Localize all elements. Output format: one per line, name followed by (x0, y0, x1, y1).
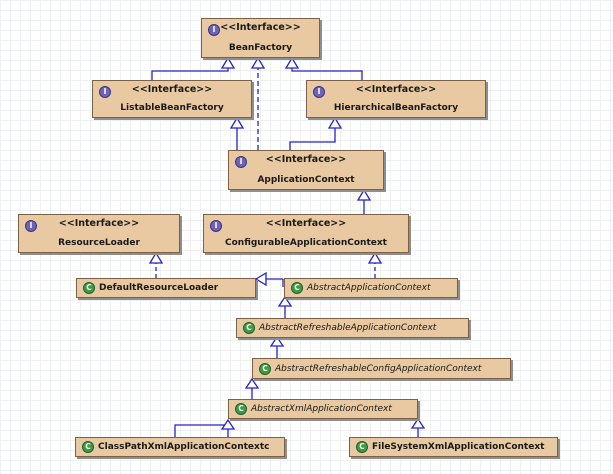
arrowhead-beanfactory-dashed (250, 56, 266, 69)
arrowhead-refreshable (269, 335, 285, 347)
interface-name: ConfigurableApplicationContext (225, 238, 387, 248)
edge-appctx-to-hierarchical (289, 128, 336, 150)
interface-icon: I (235, 156, 247, 168)
stereotype-label: <<Interface>> (265, 218, 347, 229)
class-classpathxmlapplicationcontext[interactable]: C ClassPathXmlApplicationContextc (75, 437, 285, 457)
interface-name: ListableBeanFactory (120, 103, 224, 113)
stereotype-label: <<Interface>> (131, 84, 213, 95)
interface-hierarchicalbeanfactory[interactable]: I <<Interface>> HierarchicalBeanFactory (306, 80, 486, 118)
stereotype-label: <<Interface>> (265, 154, 347, 165)
class-abstractxmlapplicationcontext[interactable]: C AbstractXmlApplicationContext (228, 399, 418, 419)
class-defaultresourceloader[interactable]: C DefaultResourceLoader (76, 278, 256, 298)
interface-applicationcontext[interactable]: I <<Interface>> ApplicationContext (228, 150, 384, 190)
arrowhead-config (244, 377, 260, 389)
interface-icon: I (208, 24, 220, 36)
class-filesystemxmlapplicationcontext[interactable]: C FileSystemXmlApplicationContext (349, 437, 558, 457)
class-abstractrefreshableapplicationcontext[interactable]: C AbstractRefreshableApplicationContext (236, 318, 469, 338)
arrowhead-listable (229, 116, 245, 129)
class-icon: C (83, 282, 95, 294)
arrowhead-hierarchical (327, 116, 343, 129)
class-name: AbstractRefreshableApplicationContext (259, 323, 437, 333)
class-name: FileSystemXmlApplicationContext (372, 442, 545, 452)
class-icon: C (82, 441, 94, 453)
class-name: ClassPathXmlApplicationContextc (98, 442, 270, 452)
class-icon: C (235, 403, 247, 415)
class-name: AbstractRefreshableConfigApplicationCont… (275, 363, 482, 374)
edge-classpath-to-xml (174, 424, 229, 437)
interface-name: ResourceLoader (58, 238, 140, 248)
arrowhead-configurable (367, 251, 383, 264)
interface-icon: I (99, 86, 111, 98)
interface-name: ApplicationContext (257, 175, 355, 185)
arrowhead-beanfactory-right (284, 56, 300, 69)
arrowhead-appctx (356, 188, 372, 201)
class-name: AbstractApplicationContext (307, 283, 431, 293)
interface-configurableapplicationcontext[interactable]: I <<Interface>> ConfigurableApplicationC… (203, 214, 409, 253)
class-icon: C (243, 322, 255, 334)
stereotype-label: <<Interface>> (220, 22, 301, 33)
edge-listable-to-beanfactory (151, 66, 229, 80)
edge-hierarchical-to-beanfactory (291, 66, 363, 80)
interface-icon: I (25, 220, 37, 232)
interface-icon: I (313, 86, 325, 98)
interface-icon: I (210, 220, 222, 232)
arrowhead-xml-right (410, 417, 426, 429)
arrowhead-abstractctx (277, 295, 293, 307)
stereotype-label: <<Interface>> (355, 84, 437, 95)
arrowhead-xml-left (220, 418, 236, 430)
interface-name: HierarchicalBeanFactory (333, 103, 459, 113)
interface-listablebeanfactory[interactable]: I <<Interface>> ListableBeanFactory (92, 80, 252, 118)
class-icon: C (291, 282, 303, 294)
class-name: DefaultResourceLoader (99, 283, 219, 293)
stereotype-label: <<Interface>> (58, 218, 140, 229)
class-abstractapplicationcontext[interactable]: C AbstractApplicationContext (284, 278, 458, 298)
arrowhead-beanfactory-left (220, 56, 236, 69)
interface-beanfactory[interactable]: I <<Interface>> BeanFactory (201, 18, 320, 58)
class-icon: C (356, 441, 368, 453)
arrowhead-resourceloader (148, 251, 164, 264)
arrowhead-defaultloader (254, 271, 267, 287)
class-icon: C (259, 362, 271, 375)
class-name: AbstractXmlApplicationContext (251, 404, 392, 414)
class-abstractrefreshableconfigapplicationcontext[interactable]: C AbstractRefreshableConfigApplicationCo… (252, 358, 511, 379)
interface-resourceloader[interactable]: I <<Interface>> ResourceLoader (18, 214, 180, 253)
interface-name: BeanFactory (228, 43, 293, 53)
